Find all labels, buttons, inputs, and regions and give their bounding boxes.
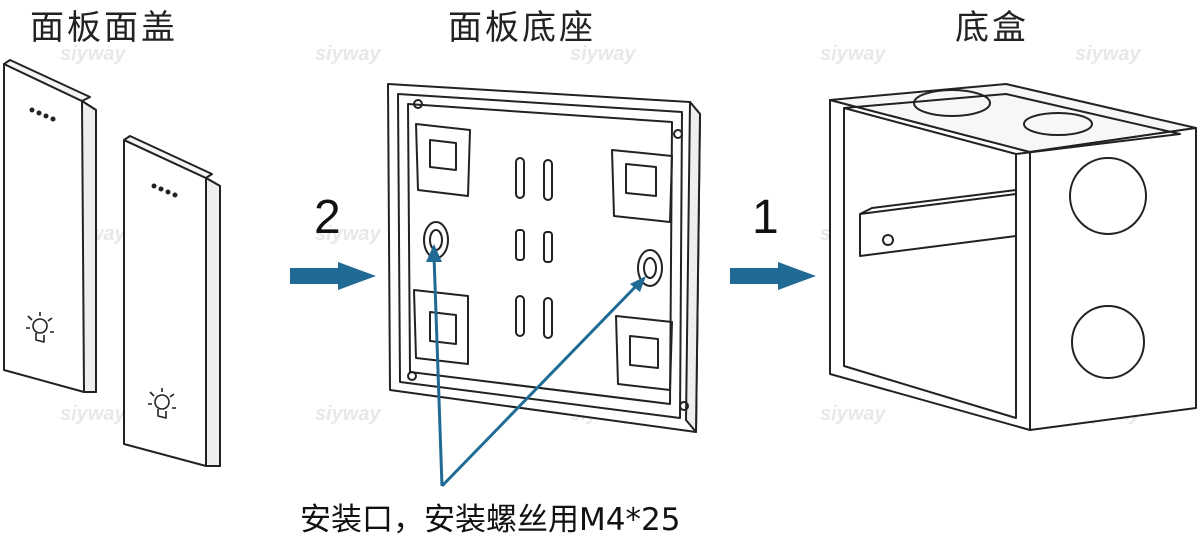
label-panel-base: 面板底座 xyxy=(448,8,596,48)
bulb-icon xyxy=(148,388,176,419)
step-number-1: 1 xyxy=(752,191,779,244)
panel-cover-front xyxy=(3,59,97,393)
watermark: siyway xyxy=(315,43,381,65)
label-panel-cover: 面板面盖 xyxy=(30,8,178,48)
mounting-note: 安装口，安装螺丝用M4*25 xyxy=(300,502,681,538)
step-number-2: 2 xyxy=(314,191,341,244)
watermark: siyway xyxy=(820,403,886,425)
watermark: siyway xyxy=(820,43,886,65)
back-box xyxy=(829,83,1197,431)
watermark: siyway xyxy=(60,403,126,425)
watermark: siyway xyxy=(315,223,381,245)
panel-base xyxy=(387,83,701,433)
panel-cover-back xyxy=(123,135,221,467)
watermark: siyway xyxy=(315,403,381,425)
arrow-step-1 xyxy=(730,262,816,290)
label-back-box: 底盒 xyxy=(955,8,1029,48)
bulb-icon xyxy=(26,312,54,343)
watermark: siyway xyxy=(570,43,636,65)
callout-lines xyxy=(426,244,646,488)
watermark: siyway xyxy=(1075,43,1141,65)
watermark: siyway xyxy=(60,43,126,65)
arrow-step-2 xyxy=(290,262,376,290)
